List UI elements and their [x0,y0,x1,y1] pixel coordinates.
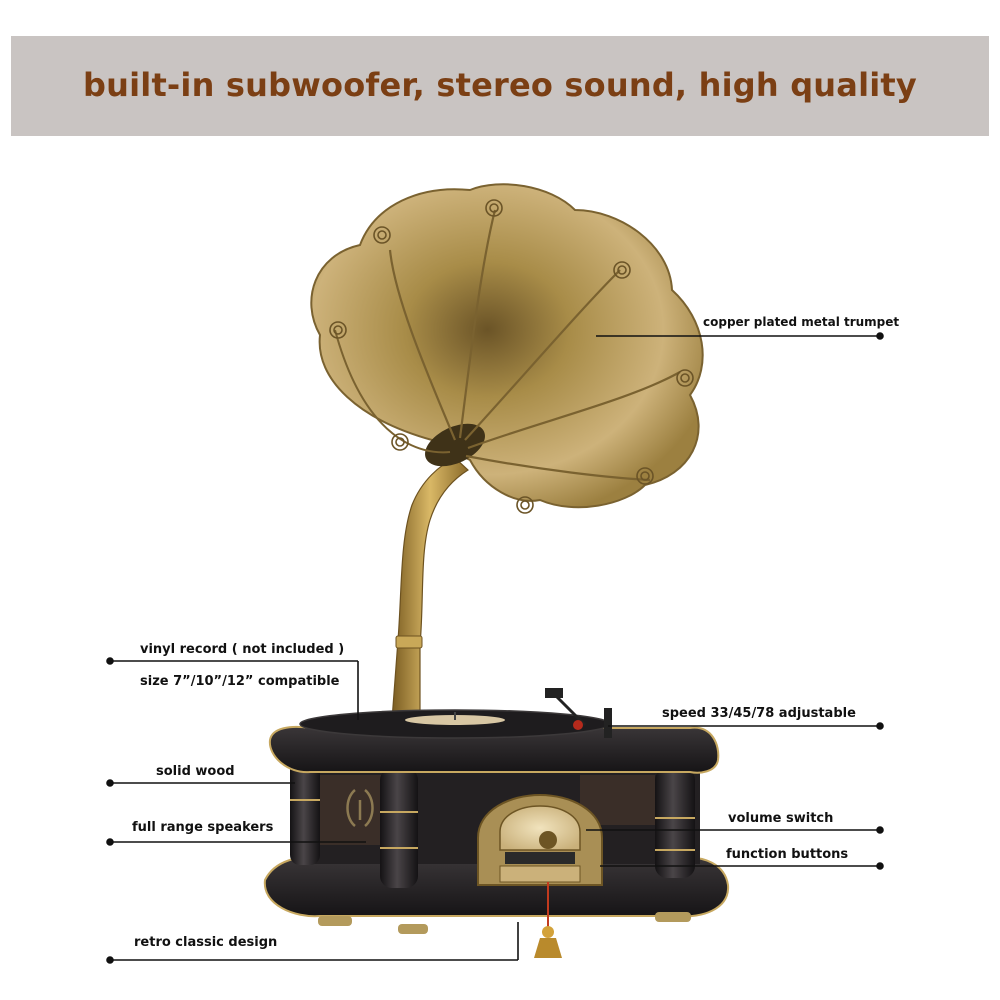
horn-bell [310,183,704,514]
horn-neck [391,457,469,721]
callout-wood: solid wood [156,764,235,779]
callout-volume: volume switch [728,811,834,826]
turntable [299,688,612,739]
banner-title: built-in subwoofer, stereo sound, high q… [83,66,917,104]
callout-design: retro classic design [134,935,278,950]
callout-vinyl: vinyl record ( not included ) [140,642,345,657]
callout-size: size 7”/10”/12” compatible [140,674,340,689]
header-banner: built-in subwoofer, stereo sound, high q… [11,36,989,136]
callout-speed: speed 33/45/78 adjustable [662,706,856,721]
callout-speakers: full range speakers [132,820,274,835]
control-panel [477,793,603,958]
callout-trumpet: copper plated metal trumpet [703,315,900,329]
callout-function: function buttons [726,847,849,862]
